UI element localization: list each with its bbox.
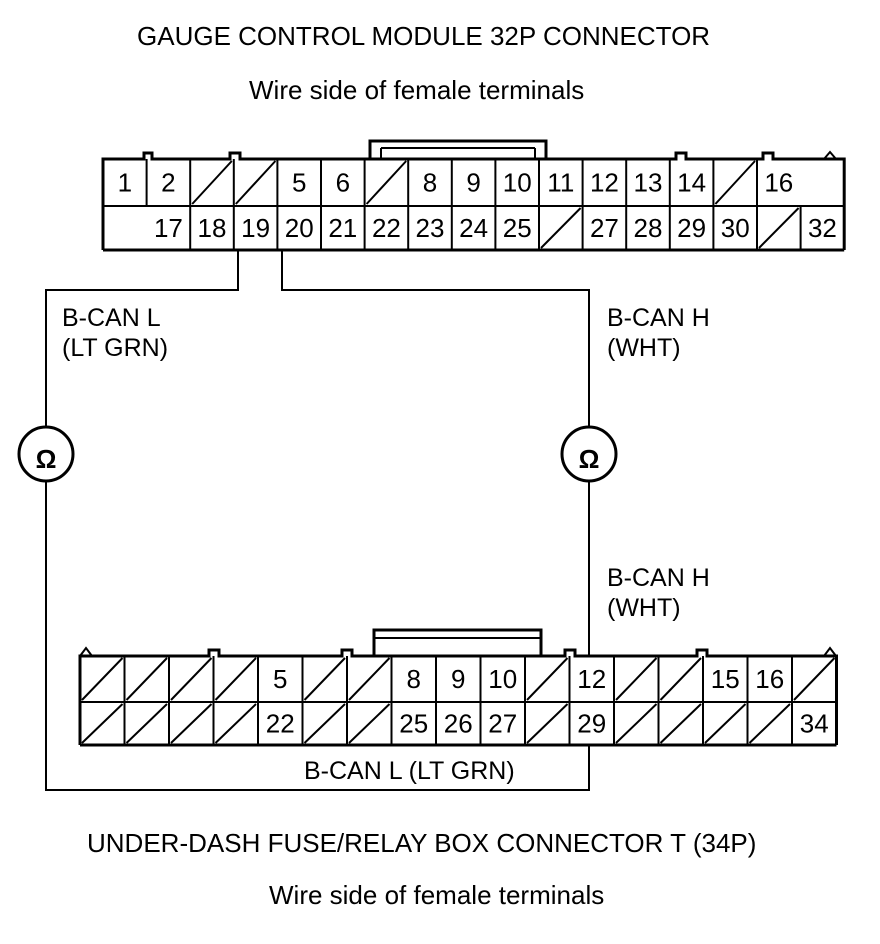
bottom-connector-terminal-34: 34 bbox=[800, 709, 829, 739]
top-connector-terminal-17: 17 bbox=[154, 213, 183, 243]
top-connector-terminal-1: 1 bbox=[118, 168, 132, 198]
top-connector-title: GAUGE CONTROL MODULE 32P CONNECTOR bbox=[137, 21, 711, 51]
ohm-symbol-left: Ω bbox=[36, 444, 57, 474]
bottom-connector-terminal-10: 10 bbox=[488, 664, 517, 694]
bottom-connector-unused-terminal bbox=[81, 703, 124, 744]
wire-label-bcan-h-top: B-CAN H (WHT) bbox=[607, 303, 710, 363]
bottom-connector-unused-terminal bbox=[214, 657, 257, 701]
wire-label-bcan-h-bottom: B-CAN H (WHT) bbox=[607, 563, 710, 623]
top-connector-terminal-16: 16 bbox=[764, 168, 793, 198]
bottom-connector-terminal-12: 12 bbox=[577, 664, 606, 694]
bottom-connector-notch bbox=[823, 646, 837, 657]
top-connector-terminal-8: 8 bbox=[423, 168, 437, 198]
bottom-connector-unused-terminal bbox=[214, 703, 257, 744]
top-connector-terminal-18: 18 bbox=[198, 213, 227, 243]
bottom-connector-terminal-8: 8 bbox=[407, 664, 421, 694]
top-connector-unused-terminal bbox=[235, 160, 277, 205]
wire-color: (WHT) bbox=[607, 334, 681, 362]
top-connector-unused-terminal bbox=[191, 160, 233, 205]
bottom-connector-unused-terminal bbox=[615, 703, 658, 744]
wire-bcan-l-upper bbox=[45, 250, 239, 427]
top-connector-terminal-11: 11 bbox=[547, 168, 574, 198]
bottom-connector-terminal-5: 5 bbox=[273, 664, 287, 694]
wire-name: B-CAN L bbox=[62, 304, 161, 332]
top-connector-terminal-30: 30 bbox=[721, 213, 750, 243]
top-connector-subtitle: Wire side of female terminals bbox=[249, 75, 585, 105]
top-connector-unused-terminal bbox=[758, 207, 800, 249]
ohmmeter-right-icon bbox=[560, 425, 618, 483]
bottom-connector-subtitle: Wire side of female terminals bbox=[269, 880, 605, 910]
top-connector-notch bbox=[823, 150, 837, 160]
wire-color: (LT GRN) bbox=[62, 334, 169, 362]
bottom-connector-terminal-26: 26 bbox=[444, 709, 473, 739]
bottom-connector-unused-terminal bbox=[748, 703, 791, 744]
bottom-connector-terminal-9: 9 bbox=[451, 664, 465, 694]
top-connector-terminal-5: 5 bbox=[292, 168, 306, 198]
top-connector-terminal-28: 28 bbox=[634, 213, 663, 243]
bottom-connector-unused-terminal bbox=[170, 657, 213, 701]
top-connector-terminal-22: 22 bbox=[372, 213, 401, 243]
top-connector-terminal-23: 23 bbox=[416, 213, 445, 243]
bottom-connector-unused-terminal bbox=[704, 703, 747, 744]
wire-name: B-CAN H bbox=[607, 564, 710, 592]
top-connector-body-outline bbox=[101, 151, 846, 250]
bottom-connector-lock-tab bbox=[372, 628, 543, 656]
bottom-connector-unused-terminal bbox=[659, 703, 702, 744]
bottom-connector-unused-terminal bbox=[526, 657, 569, 701]
bottom-connector-unused-terminal bbox=[303, 703, 346, 744]
bottom-connector-unused-terminal bbox=[659, 657, 702, 701]
top-connector-terminal-6: 6 bbox=[336, 168, 350, 198]
bottom-connector-unused-terminal bbox=[526, 703, 569, 744]
bottom-connector-terminal-15: 15 bbox=[711, 664, 740, 694]
top-connector-terminal-10: 10 bbox=[503, 168, 532, 198]
top-connector-unused-terminal bbox=[540, 207, 582, 249]
bottom-connector-terminal-22: 22 bbox=[266, 709, 295, 739]
bottom-connector-notch bbox=[79, 646, 93, 657]
wire-label-bcan-l-top: B-CAN L (LT GRN) bbox=[62, 303, 168, 363]
top-connector-terminal-19: 19 bbox=[241, 213, 270, 243]
top-connector-terminal-32: 32 bbox=[808, 213, 837, 243]
bottom-connector-unused-terminal bbox=[348, 703, 391, 744]
bottom-connector-unused-terminal bbox=[81, 657, 124, 701]
wire-bcan-l-lower bbox=[45, 481, 590, 791]
bottom-connector-unused-terminal bbox=[303, 657, 346, 701]
ohm-symbol-right: Ω bbox=[579, 444, 600, 474]
bottom-connector-terminal-29: 29 bbox=[577, 709, 606, 739]
wire-bcan-h-upper bbox=[281, 250, 590, 427]
ohmmeter-left-icon bbox=[17, 425, 75, 483]
bottom-connector-terminal-27: 27 bbox=[488, 709, 517, 739]
bottom-connector-unused-terminal bbox=[125, 657, 168, 701]
bottom-connector-title: UNDER-DASH FUSE/RELAY BOX CONNECTOR T (3… bbox=[87, 828, 757, 858]
bottom-connector-unused-terminal bbox=[615, 657, 658, 701]
top-connector-lock-tab bbox=[368, 139, 548, 159]
top-connector-unused-terminal bbox=[714, 160, 756, 205]
wire-name: B-CAN H bbox=[607, 304, 710, 332]
top-connector-terminal-25: 25 bbox=[503, 213, 532, 243]
bottom-connector-unused-terminal bbox=[125, 703, 168, 744]
top-connector-terminal-12: 12 bbox=[590, 168, 619, 198]
top-connector-terminal-2: 2 bbox=[161, 168, 175, 198]
top-connector-terminal-29: 29 bbox=[677, 213, 706, 243]
bottom-connector-unused-terminal bbox=[170, 703, 213, 744]
bottom-connector-terminal-16: 16 bbox=[755, 664, 784, 694]
wire-color: (WHT) bbox=[607, 594, 681, 622]
bottom-connector-terminal-25: 25 bbox=[399, 709, 428, 739]
bottom-connector-unused-terminal bbox=[348, 657, 391, 701]
top-connector-terminal-20: 20 bbox=[285, 213, 314, 243]
top-connector-terminal-21: 21 bbox=[328, 213, 357, 243]
top-connector-terminal-27: 27 bbox=[590, 213, 619, 243]
bottom-connector-body-outline bbox=[78, 648, 838, 745]
top-connector-terminal-9: 9 bbox=[466, 168, 480, 198]
top-connector-terminal-13: 13 bbox=[634, 168, 663, 198]
top-connector-unused-terminal bbox=[365, 160, 407, 205]
top-connector-terminal-14: 14 bbox=[677, 168, 706, 198]
top-connector-terminal-24: 24 bbox=[459, 213, 488, 243]
wire-label-bcan-l-bottom: B-CAN L (LT GRN) bbox=[304, 757, 515, 785]
bottom-connector-unused-terminal bbox=[793, 657, 836, 701]
